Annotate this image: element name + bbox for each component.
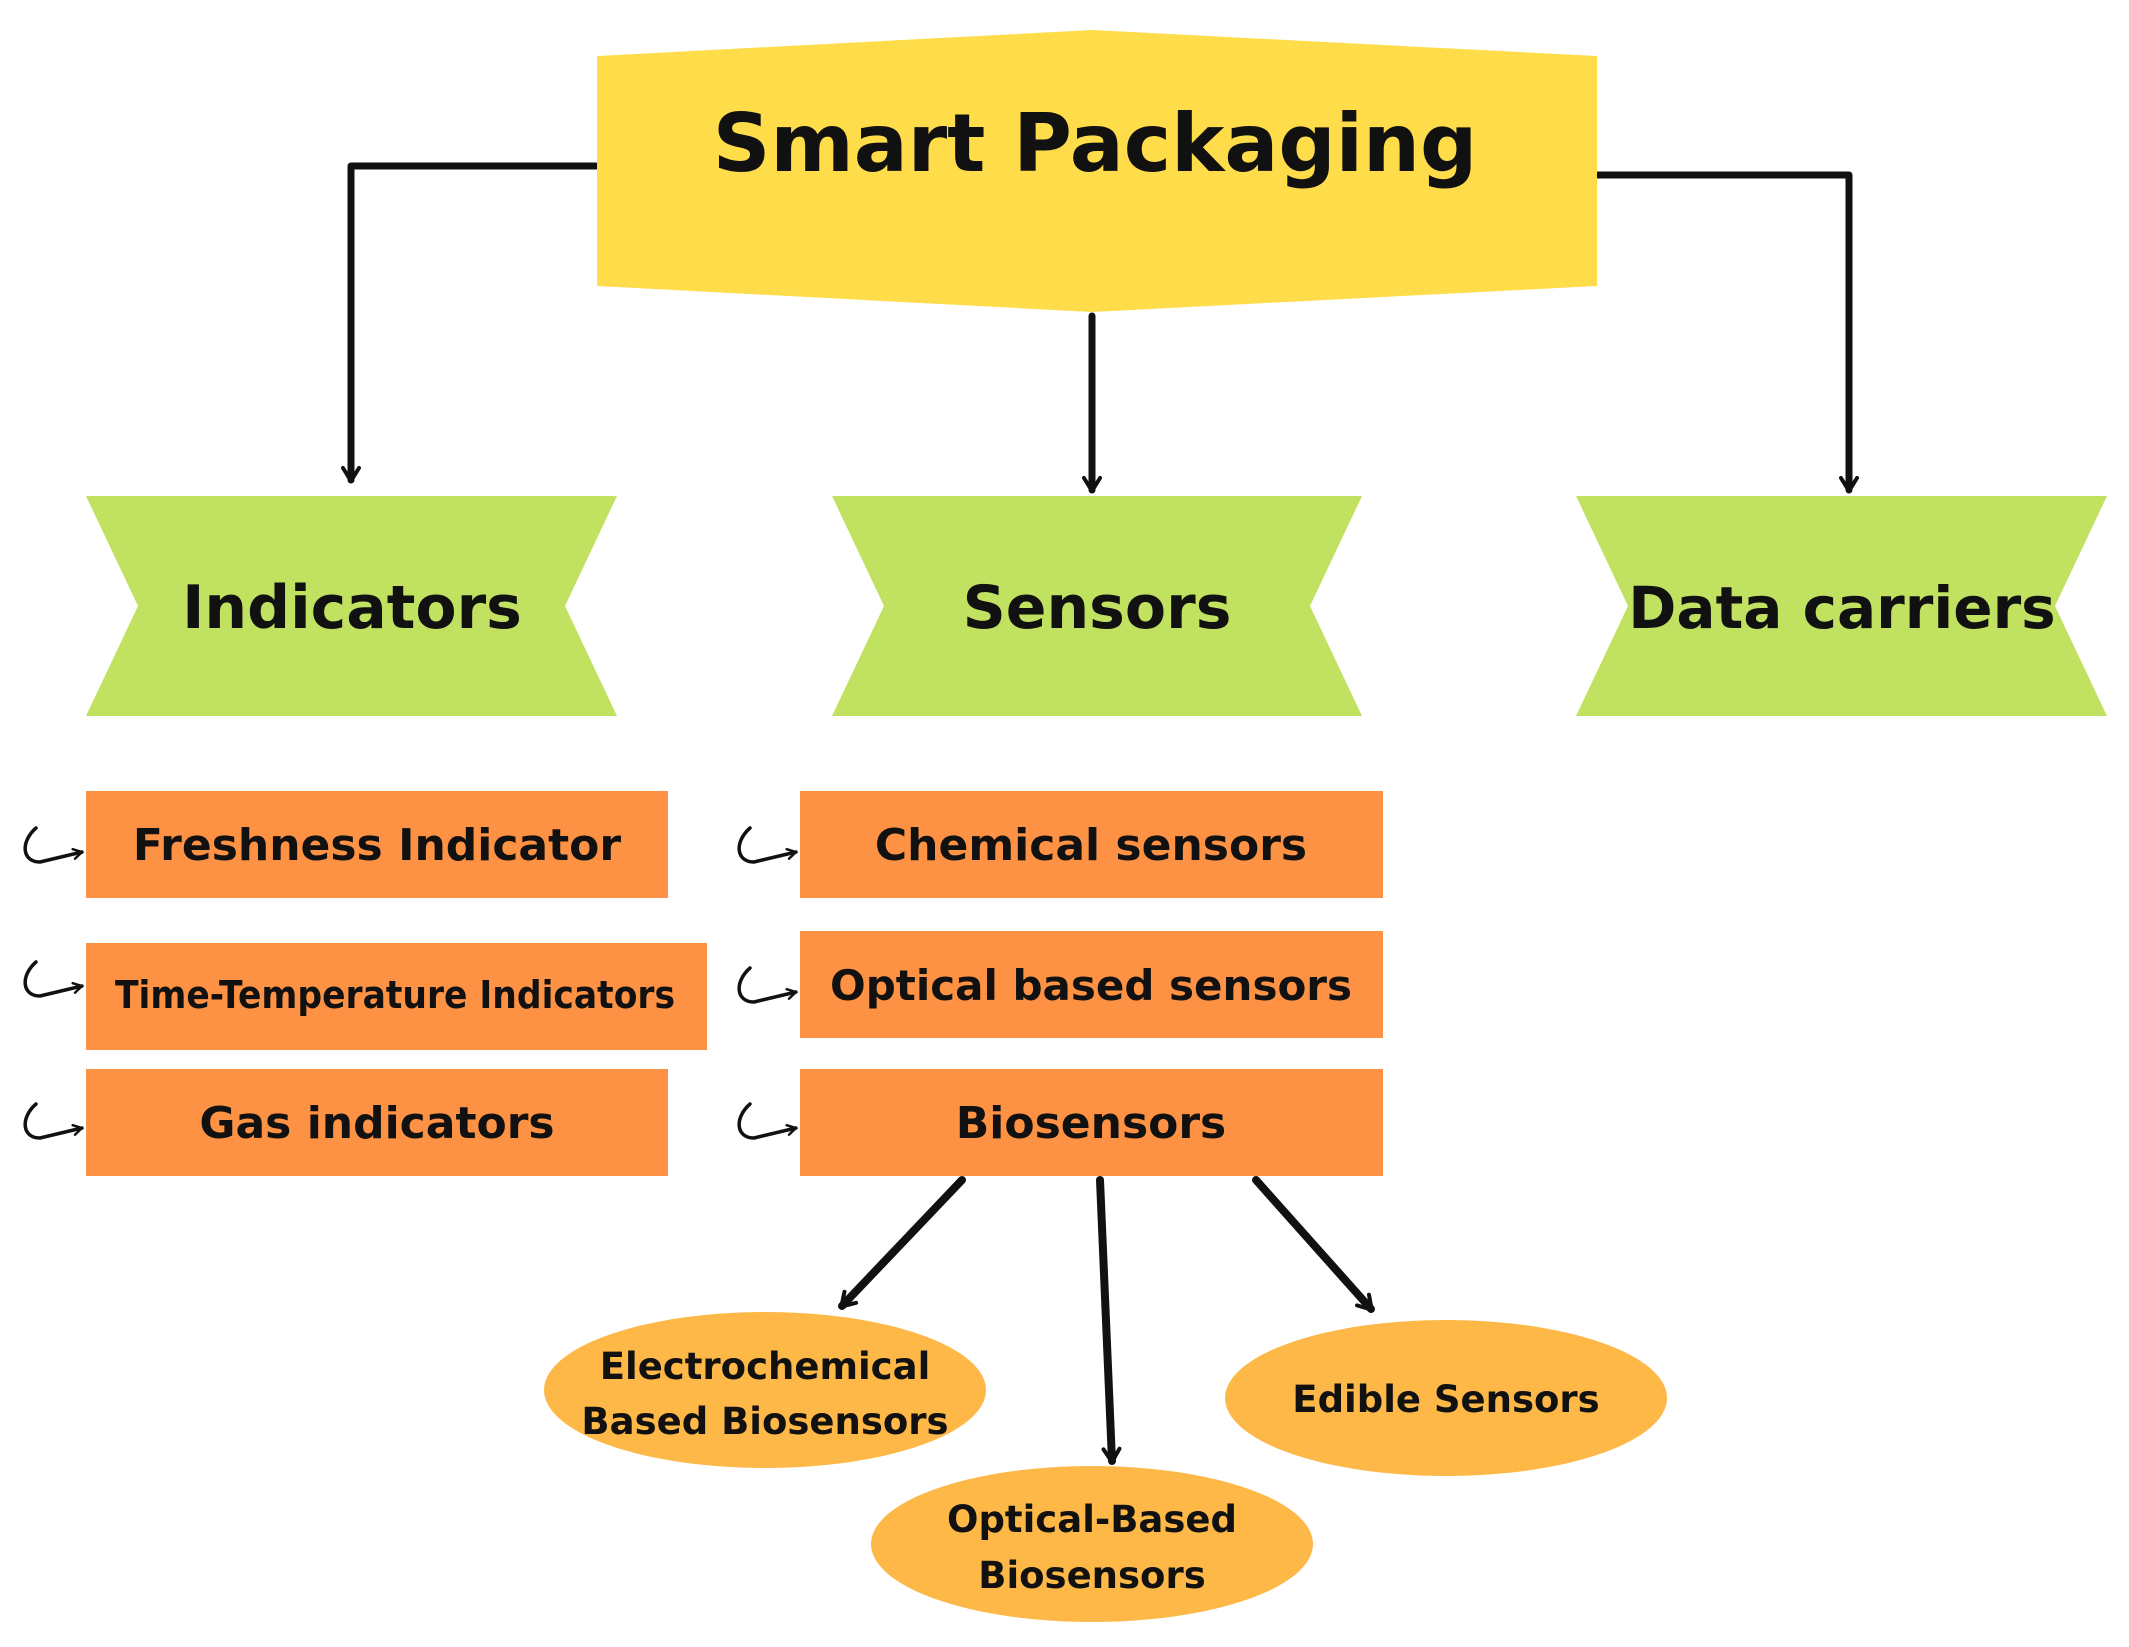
biosensor-edible: Edible Sensors: [1225, 1320, 1667, 1476]
indicator-box: [86, 791, 668, 898]
category-data-carriers: Data carriers: [1576, 496, 2107, 716]
curved-arrow-icon: [737, 826, 798, 864]
arrow-down-icon: [838, 1176, 966, 1310]
biosensor-label: Edible Sensors: [1292, 1378, 1599, 1421]
sensor-label: Chemical sensors: [875, 820, 1307, 871]
category-indicators: Indicators: [86, 496, 617, 716]
sensor-box: [800, 791, 1383, 898]
arrow-down-icon: [1096, 1176, 1122, 1465]
category-banner: [1576, 496, 2107, 716]
biosensor-label: Optical-Based: [947, 1498, 1237, 1541]
sensor-label: Biosensors: [956, 1098, 1227, 1149]
sensor-box: [800, 931, 1383, 1038]
curved-arrow-icon: [23, 1102, 84, 1140]
curved-arrow-icon: [737, 966, 798, 1004]
root-shape: [597, 30, 1597, 312]
biosensor-pill: [1225, 1320, 1667, 1476]
list-item: Optical based sensors: [737, 931, 1383, 1038]
arrow-down-icon: [341, 162, 603, 484]
list-item: Chemical sensors: [737, 791, 1383, 898]
category-label: Indicators: [182, 573, 522, 643]
indicator-box: [86, 943, 707, 1050]
indicator-box: [86, 1069, 668, 1176]
biosensor-optical: Optical-Based Biosensors: [871, 1466, 1313, 1622]
category-sensors: Sensors: [832, 496, 1362, 716]
category-label: Sensors: [963, 573, 1232, 643]
curved-arrow-icon: [23, 826, 84, 864]
list-item: Gas indicators: [23, 1069, 668, 1176]
indicator-label: Time-Temperature Indicators: [115, 973, 675, 1017]
curved-arrow-icon: [737, 1102, 798, 1140]
biosensor-label: Electrochemical: [600, 1345, 931, 1388]
biosensor-electrochemical: Electrochemical Based Biosensors: [544, 1312, 986, 1468]
sensors-list: Chemical sensors Optical based sensors B…: [737, 791, 1383, 1176]
root-label: Smart Packaging: [713, 97, 1478, 190]
biosensor-pill: [544, 1312, 986, 1468]
category-label: Data carriers: [1628, 574, 2055, 642]
category-banner: [86, 496, 617, 716]
indicators-list: Freshness Indicator Time-Temperature Ind…: [23, 791, 707, 1176]
biosensor-pill: [871, 1466, 1313, 1622]
biosensor-label: Biosensors: [978, 1554, 1205, 1597]
biosensor-connectors: [838, 1176, 1375, 1465]
indicator-label: Freshness Indicator: [133, 820, 621, 871]
biosensor-label: Based Biosensors: [581, 1400, 948, 1443]
indicator-label: Gas indicators: [199, 1098, 554, 1149]
category-banner: [832, 496, 1362, 716]
arrow-down-icon: [1252, 1176, 1375, 1313]
sensor-box: [800, 1069, 1383, 1176]
root-connectors: [341, 162, 1859, 494]
list-item: Time-Temperature Indicators: [23, 943, 707, 1050]
curved-arrow-icon: [23, 960, 84, 998]
list-item: Biosensors: [737, 1069, 1383, 1176]
arrow-down-icon: [1593, 171, 1859, 494]
list-item: Freshness Indicator: [23, 791, 668, 898]
sensor-label: Optical based sensors: [830, 961, 1352, 1010]
root-node: Smart Packaging: [597, 30, 1597, 312]
